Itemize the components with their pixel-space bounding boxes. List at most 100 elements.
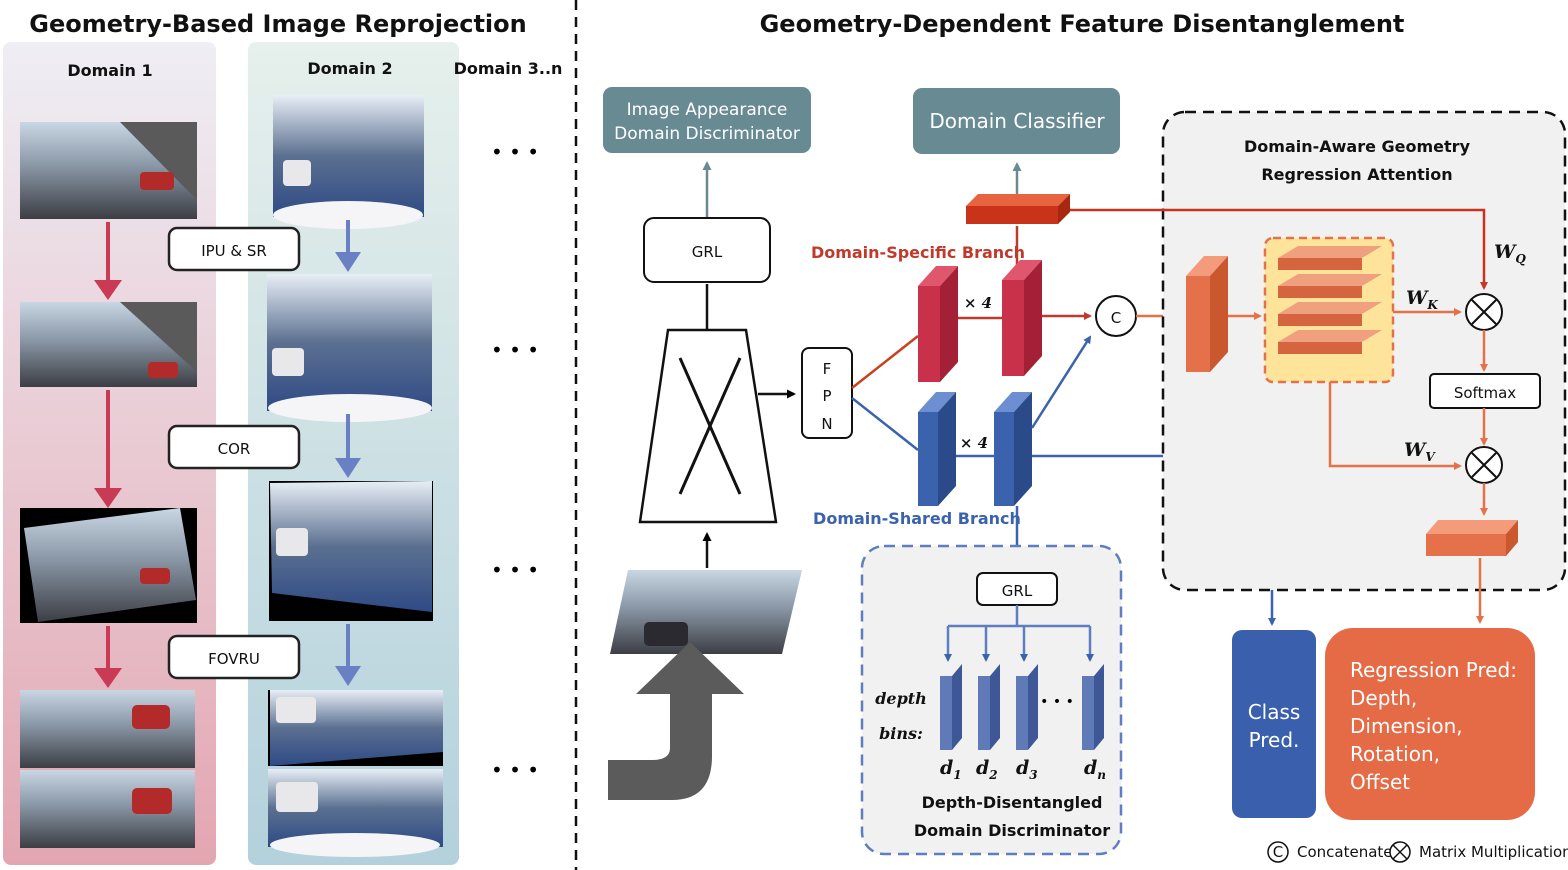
domain1-arrowheads: [94, 280, 122, 688]
bin-label-d3: d3: [1016, 757, 1038, 782]
step-fovru-box: FOVRU: [167, 634, 301, 680]
fpn-box: F P N: [801, 347, 853, 439]
domain2-image-fovru-2: [268, 769, 443, 857]
domain3-ellipsis-2: • • •: [491, 338, 539, 362]
domain1-image-original: [20, 122, 197, 219]
softmax-box: Softmax: [1429, 373, 1541, 409]
depth-disc-line1: Depth-Disentangled: [922, 793, 1103, 812]
domain2-arrowheads: [335, 252, 361, 686]
depth-label: depth: [875, 689, 927, 708]
specific-conv-block-2: [1002, 260, 1042, 376]
legend-matmul-label: Matrix Multiplication: [1419, 843, 1568, 861]
times4-top: × 4: [964, 294, 992, 312]
attention-output-slab: [1426, 520, 1518, 556]
fpn-to-shared-line: [851, 397, 919, 451]
fpn-f: F: [823, 360, 832, 378]
reg-pred-line-2: Dimension,: [1350, 714, 1463, 738]
fpn-n: N: [821, 415, 832, 433]
step-cor-label: COR: [218, 440, 251, 458]
depth-disc-line2: Domain Discriminator: [914, 821, 1110, 840]
attention-stack-slabs: [1278, 246, 1382, 354]
domain3-ellipsis-3: • • •: [491, 558, 539, 582]
domain2-image-ipu-sr: [267, 274, 432, 422]
step-fovru-label: FOVRU: [208, 650, 260, 668]
step-ipu-sr-box: IPU & SR: [167, 226, 301, 272]
legend-concat-icon: [1267, 841, 1289, 863]
depth-bin-block-n: [1082, 664, 1104, 750]
concat-node: C: [1095, 295, 1137, 337]
slab-to-wq-arrow: [1070, 208, 1488, 290]
class-pred-line1: Class: [1248, 700, 1301, 724]
concat-symbol: C: [1111, 309, 1121, 327]
regression-pred-box: Regression Pred: Depth, Dimension, Rotat…: [1325, 628, 1535, 820]
legend: C Concatenate Matrix Multiplication: [1267, 841, 1568, 863]
reg-pred-line-3: Rotation,: [1350, 742, 1440, 766]
reg-pred-line-0: Regression Pred:: [1350, 658, 1517, 682]
grl-bottom-box: GRL: [976, 572, 1058, 606]
shared-conv-block-2: [994, 392, 1032, 506]
reprojected-input-arrow: [608, 642, 744, 800]
fpn-p: P: [822, 387, 831, 405]
fpn-to-specific-line: [851, 335, 919, 389]
domain1-image-ipu-sr: [20, 302, 197, 387]
grl-bottom-label: GRL: [1002, 582, 1033, 600]
attention-title-line2: Regression Attention: [1261, 165, 1452, 184]
grl-top-label: GRL: [692, 243, 723, 261]
specific-conv-block-1: [918, 266, 958, 382]
specific-branch-label: Domain-Specific Branch: [811, 243, 1025, 262]
softmax-label: Softmax: [1454, 384, 1516, 402]
shared-branch-label: Domain-Shared Branch: [813, 509, 1021, 528]
wv-label: WV: [1404, 439, 1436, 464]
bin-label-d1: d1: [940, 757, 962, 782]
domain-classifier-label: Domain Classifier: [929, 109, 1105, 133]
shared-to-concat-arrow: [1030, 335, 1092, 429]
depth-bin-tree: [948, 605, 1090, 628]
domain2-label: Domain 2: [307, 59, 392, 78]
domain3-ellipsis-1: • • •: [491, 140, 539, 164]
wk-label: WK: [1406, 287, 1438, 312]
right-section-title: Geometry-Dependent Feature Disentangleme…: [760, 10, 1405, 38]
input-image: [610, 570, 802, 654]
domain3-label: Domain 3..n: [454, 59, 563, 78]
domain-classifier-box: Domain Classifier: [913, 88, 1120, 154]
attention-title-line1: Domain-Aware Geometry: [1244, 137, 1471, 156]
depth-bin-block-2: [978, 664, 1000, 750]
specific-feature-slab: [966, 194, 1070, 224]
domain2-image-cor: [269, 481, 433, 621]
legend-concat-label: Concatenate: [1297, 843, 1393, 861]
domain1-label: Domain 1: [67, 61, 152, 80]
shared-conv-block-1: [918, 392, 956, 506]
bin-label-dn: dn: [1084, 757, 1106, 782]
domain1-image-fovru-1: [20, 690, 195, 768]
attention-conv-block: [1186, 256, 1228, 372]
domain2-image-fovru-1: [268, 690, 443, 766]
appearance-disc-line1: Image Appearance: [627, 100, 788, 120]
appearance-disc-line2: Domain Discriminator: [614, 124, 800, 144]
bins-label: bins:: [879, 724, 923, 743]
bin-label-d2: d2: [976, 757, 998, 782]
matmul-node-2: [1465, 446, 1503, 484]
step-ipu-sr-label: IPU & SR: [201, 242, 267, 260]
left-section-title: Geometry-Based Image Reprojection: [29, 10, 526, 38]
depth-bin-block-3: [1016, 664, 1038, 750]
domain2-image-original: [273, 95, 424, 229]
depth-bin-block-1: [940, 664, 962, 750]
reg-pred-line-1: Depth,: [1350, 686, 1417, 710]
times4-bottom: × 4: [960, 434, 988, 452]
matmul-node-1: [1465, 293, 1503, 331]
domain3-ellipsis-4: • • •: [491, 758, 539, 782]
backbone-encoder: [638, 328, 778, 524]
domain1-image-cor: [20, 508, 197, 623]
wq-label: WQ: [1494, 241, 1526, 266]
domain1-image-fovru-2: [20, 770, 195, 848]
stack-to-wv-arrow: [1328, 382, 1462, 470]
domain2-panel: [248, 42, 459, 865]
class-pred-box: Class Pred.: [1232, 630, 1316, 818]
appearance-discriminator-box: Image Appearance Domain Discriminator: [603, 87, 811, 153]
step-cor-box: COR: [167, 424, 301, 470]
legend-concat-symbol: C: [1273, 843, 1283, 861]
class-pred-line2: Pred.: [1249, 728, 1300, 752]
bins-ellipsis: • • •: [1040, 694, 1074, 710]
reg-pred-line-4: Offset: [1350, 770, 1410, 794]
